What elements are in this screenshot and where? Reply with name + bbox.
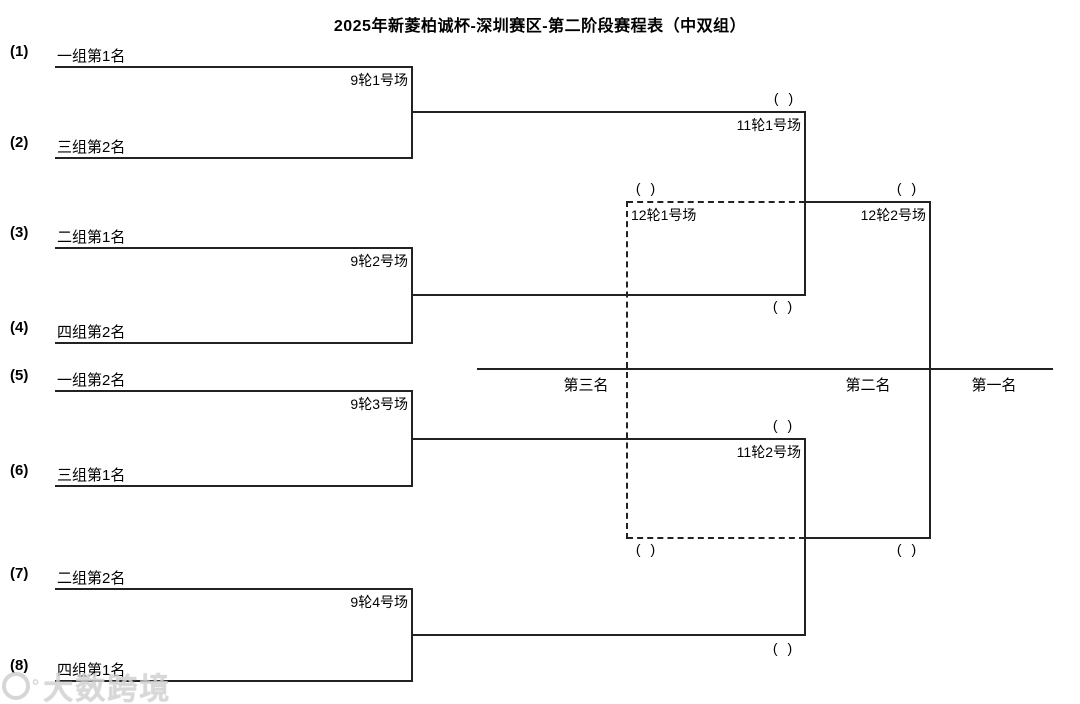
bracket-line-seed5 bbox=[55, 390, 412, 392]
winner-line-match1 bbox=[411, 111, 805, 113]
bracket-line-seed8 bbox=[55, 680, 412, 682]
bracket-line-seed4 bbox=[55, 342, 412, 344]
bracket-line-seed1 bbox=[55, 66, 412, 68]
score-placeholder-sf2-bottom: ( ) bbox=[772, 640, 796, 656]
watermark-logo-icon bbox=[2, 672, 30, 700]
bracket-line-seed2 bbox=[55, 157, 412, 159]
bracket-vertical-semifinal1 bbox=[804, 111, 806, 296]
dashed-vertical-third-place bbox=[626, 201, 628, 539]
bracket-vertical-final bbox=[929, 201, 931, 539]
bracket-line-seed7 bbox=[55, 588, 412, 590]
score-placeholder-final-top: ( ) bbox=[896, 180, 920, 196]
seed-number-2: (2) bbox=[10, 134, 29, 151]
team-name-6: 三组第1名 bbox=[57, 467, 126, 484]
dashed-line-third-place-top bbox=[627, 201, 805, 203]
watermark-degree-mark: ° bbox=[32, 675, 40, 696]
seed-number-6: (6) bbox=[10, 462, 29, 479]
team-name-1: 一组第1名 bbox=[57, 48, 126, 65]
score-placeholder-third-top: ( ) bbox=[635, 180, 659, 196]
seed-number-3: (3) bbox=[10, 224, 29, 241]
match-label-9r3: 9轮3号场 bbox=[350, 396, 408, 412]
placement-label-second: 第二名 bbox=[845, 377, 891, 394]
score-placeholder-final-bottom: ( ) bbox=[896, 541, 920, 557]
winner-line-semifinal1 bbox=[804, 201, 931, 203]
seed-number-1: (1) bbox=[10, 43, 29, 60]
match-label-12r2: 12轮2号场 bbox=[860, 207, 926, 223]
match-label-11r1: 11轮1号场 bbox=[736, 117, 801, 133]
placement-label-first: 第一名 bbox=[971, 377, 1017, 394]
seed-number-4: (4) bbox=[10, 319, 29, 336]
score-placeholder-sf1-top: ( ) bbox=[773, 90, 797, 106]
team-name-4: 四组第2名 bbox=[57, 324, 126, 341]
seed-number-5: (5) bbox=[10, 367, 29, 384]
watermark: ° 大数跨境 bbox=[2, 664, 171, 704]
team-name-2: 三组第2名 bbox=[57, 139, 126, 156]
team-name-5: 一组第2名 bbox=[57, 372, 126, 389]
score-placeholder-sf2-top: ( ) bbox=[772, 417, 796, 433]
bracket-line-seed6 bbox=[55, 485, 412, 487]
placement-line bbox=[477, 368, 1053, 370]
page-title: 2025年新菱柏诚杯-深圳赛区-第二阶段赛程表（中双组） bbox=[333, 18, 747, 35]
match-label-9r4: 9轮4号场 bbox=[350, 594, 408, 610]
winner-line-match2 bbox=[411, 294, 805, 296]
seed-number-7: (7) bbox=[10, 565, 29, 582]
bracket-line-seed3 bbox=[55, 247, 412, 249]
winner-line-match3 bbox=[411, 438, 805, 440]
seed-number-8: (8) bbox=[10, 657, 29, 674]
score-placeholder-sf1-bottom: ( ) bbox=[772, 298, 796, 314]
score-placeholder-third-bottom: ( ) bbox=[635, 541, 659, 557]
team-name-7: 二组第2名 bbox=[57, 570, 126, 587]
team-name-8: 四组第1名 bbox=[57, 662, 126, 679]
match-label-12r1: 12轮1号场 bbox=[631, 207, 697, 223]
placement-label-third: 第三名 bbox=[563, 377, 609, 394]
dashed-line-third-place-bottom bbox=[627, 537, 805, 539]
winner-line-semifinal2 bbox=[804, 537, 931, 539]
match-label-11r2: 11轮2号场 bbox=[736, 444, 801, 460]
watermark-text: 大数跨境 bbox=[43, 673, 172, 704]
match-label-9r2: 9轮2号场 bbox=[350, 253, 408, 269]
match-label-9r1: 9轮1号场 bbox=[350, 72, 408, 88]
team-name-3: 二组第1名 bbox=[57, 229, 126, 246]
winner-line-match4 bbox=[411, 634, 805, 636]
